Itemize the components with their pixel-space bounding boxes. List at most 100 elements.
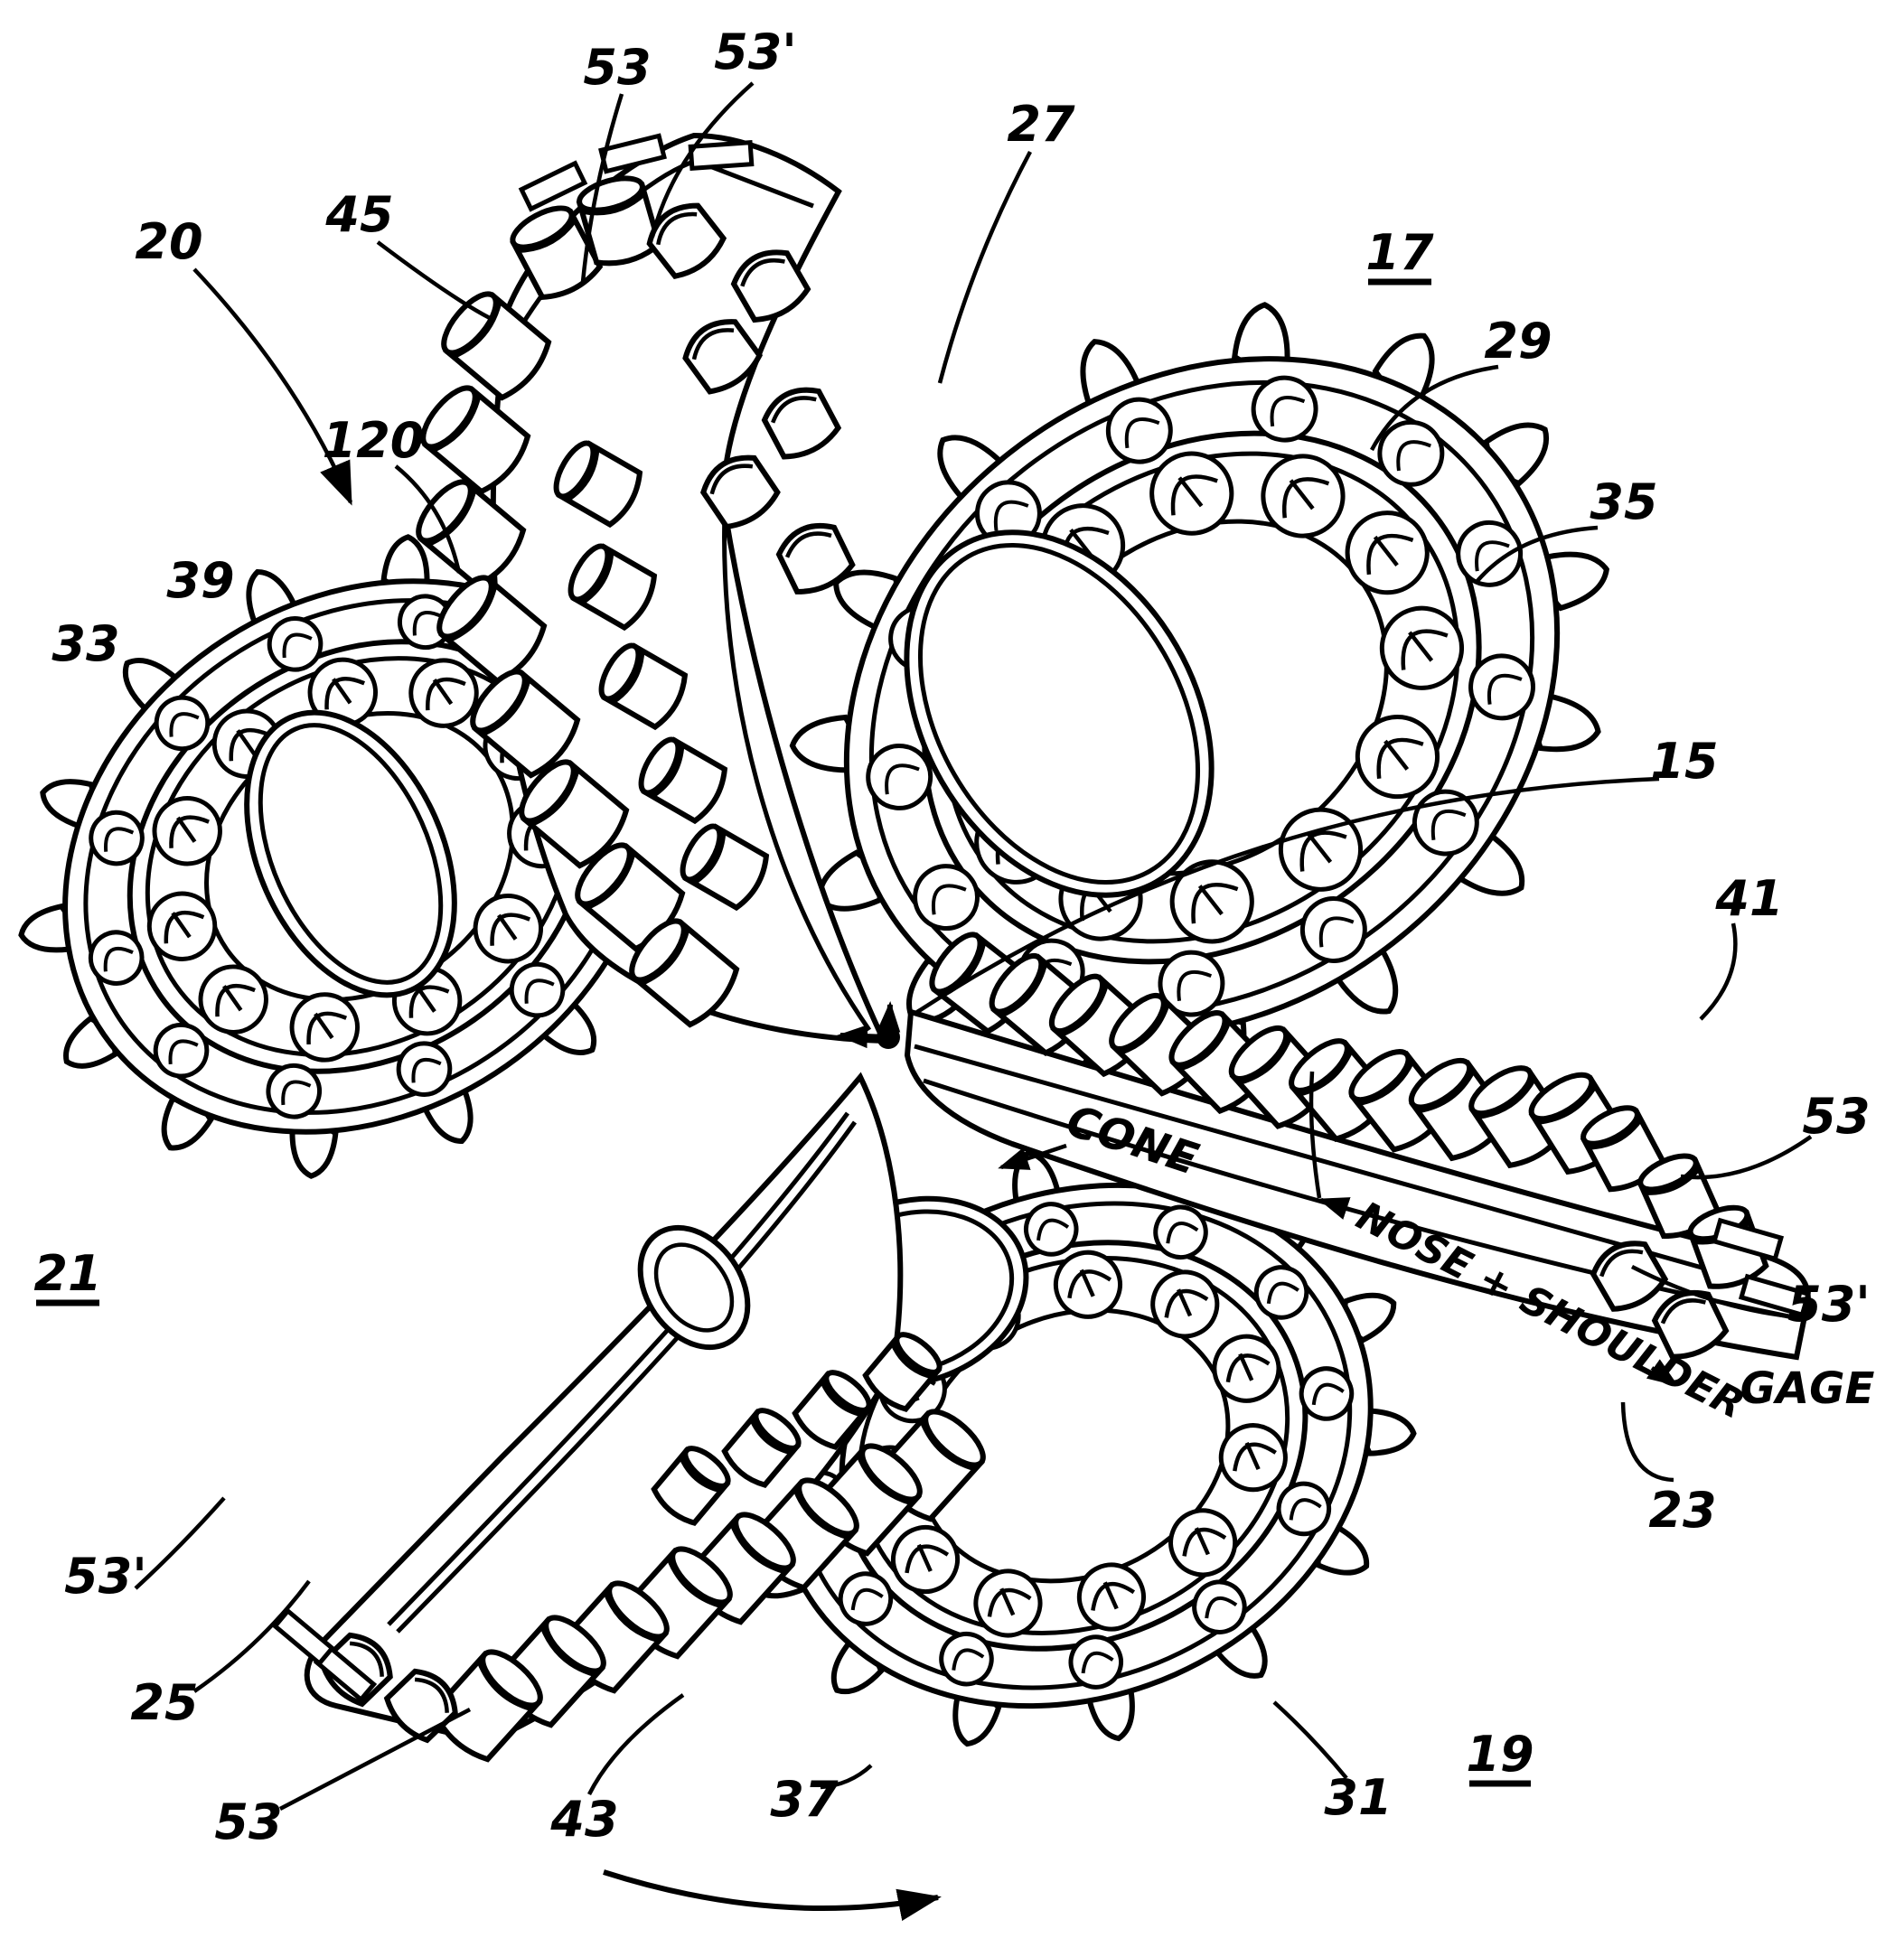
pdc-cutter-cylinder: [510, 205, 604, 301]
gage-row-insert: [1024, 1202, 1079, 1257]
pdc-cutter-cylinder: [680, 823, 770, 912]
zone-label-gage: GAGE: [1740, 1363, 1875, 1414]
chamfered-cutter: [700, 454, 781, 530]
ref-label-35: 35: [1590, 473, 1657, 530]
gage-row-insert: [397, 594, 454, 651]
bit-axis-marker: [837, 1001, 901, 1049]
gage-row-insert: [1299, 896, 1367, 963]
face-row-insert: [1355, 714, 1440, 800]
chamfered-cutter: [383, 1668, 458, 1744]
cone-zone-pointer: [998, 1143, 1067, 1170]
ref-label-33: 33: [52, 615, 119, 672]
leader-53-top: [580, 93, 624, 283]
leader-41: [1699, 922, 1738, 1021]
gage-row-insert: [1412, 789, 1479, 857]
leader-120: [394, 464, 462, 574]
leader-53p-bottom-left: [134, 1496, 226, 1590]
ref-label-19: 19: [1466, 1726, 1534, 1783]
face-row-insert: [307, 657, 378, 728]
gage-row-insert: [1105, 397, 1173, 464]
gage-row-insert: [1377, 419, 1445, 487]
blade-ridge-line: [387, 1111, 850, 1626]
face-row-insert: [1150, 1269, 1220, 1339]
pdc-cutter-cylinder: [567, 543, 658, 632]
gage-row-insert: [154, 695, 211, 752]
ref-label-17: 17: [1365, 224, 1434, 281]
leader-53p-right: [1630, 1264, 1801, 1320]
ref-label-25: 25: [130, 1674, 198, 1731]
pdc-cutter-cylinder: [575, 842, 686, 952]
pdc-cutter-cylinder: [792, 1370, 872, 1450]
gage-row-insert: [1192, 1579, 1247, 1634]
leader-arrow-20: [192, 267, 353, 506]
gage-pad: [688, 140, 755, 171]
nose-pointer-tail: [1308, 1071, 1322, 1199]
pdc-cutter-cylinder: [441, 291, 552, 401]
leader-25: [192, 1579, 311, 1693]
ref-label-120: 120: [323, 412, 425, 469]
ref-label-27: 27: [1007, 96, 1075, 153]
pdc-cutter-cylinder: [436, 575, 548, 685]
ref-label-29: 29: [1484, 313, 1552, 370]
gage-row-insert: [267, 616, 324, 672]
face-row-insert: [1218, 1423, 1288, 1493]
face-row-insert: [1169, 859, 1254, 944]
gage-row-insert: [838, 1571, 894, 1626]
leader-53-right: [1680, 1135, 1813, 1180]
gage-row-insert: [88, 930, 145, 986]
gage-row-insert: [939, 1631, 994, 1687]
gage-row-insert: [913, 864, 980, 932]
gage-pad: [1738, 1273, 1812, 1318]
ref-label-41: 41: [1714, 870, 1783, 927]
face-row-insert: [1379, 605, 1465, 690]
pdc-cutter-cylinder: [470, 669, 581, 779]
pdc-cutter-cylinder: [598, 642, 689, 731]
leader-31: [1272, 1700, 1348, 1780]
pdc-cutter-cylinder: [862, 1332, 943, 1412]
leader-45: [376, 240, 492, 320]
pdc-cutter-cylinder: [651, 1446, 731, 1526]
cone-opening-inner: [917, 542, 1201, 885]
gage-pad: [518, 160, 588, 212]
face-row-insert: [1053, 1250, 1122, 1319]
leader-53-bottom: [278, 1708, 472, 1811]
face-row-insert: [289, 992, 361, 1063]
face-row-insert: [973, 1568, 1043, 1638]
ref-label-23: 23: [1648, 1482, 1716, 1539]
leader-29: [1370, 364, 1499, 452]
gage-row-insert: [266, 1063, 323, 1119]
chamfered-cutter: [775, 522, 856, 595]
chamfered-cutter: [1590, 1241, 1669, 1312]
rotation-arrow: [603, 1869, 942, 1922]
ref-label-37: 37: [770, 1771, 839, 1828]
gage-zone-pointer: [1646, 1359, 1679, 1387]
pdc-cutter-cylinder: [553, 440, 643, 529]
pdc-cutter-cylinder: [721, 1408, 802, 1488]
chamfered-cutter: [682, 319, 764, 395]
face-row-insert: [146, 891, 218, 961]
leader-lines: [134, 81, 1813, 1922]
gage-pad: [1711, 1217, 1785, 1262]
chamfered-cutter: [1651, 1289, 1730, 1360]
gage-row-insert: [1251, 375, 1318, 443]
pdc-cutter-cylinder: [638, 736, 728, 825]
ref-label-45: 45: [324, 186, 393, 243]
gage-row-insert: [1456, 520, 1524, 587]
face-row-insert: [1345, 510, 1430, 595]
ref-label-53-top: 53: [583, 39, 651, 96]
gage-row-insert: [1068, 1634, 1123, 1690]
face-row-insert: [408, 658, 479, 728]
face-row-insert: [891, 1525, 960, 1595]
nose-zone-pointer: [1318, 1197, 1351, 1220]
blade-ridge-line: [396, 1120, 858, 1634]
chamfered-cutter: [730, 249, 811, 323]
gage-row-insert: [153, 1022, 210, 1079]
ref-label-31: 31: [1324, 1769, 1392, 1826]
ref-label-53p-top: 53': [714, 23, 797, 80]
face-row-insert: [1168, 1508, 1238, 1578]
ref-label-39: 39: [166, 552, 234, 609]
gage-row-insert: [1276, 1481, 1332, 1537]
face-row-insert: [152, 796, 222, 866]
